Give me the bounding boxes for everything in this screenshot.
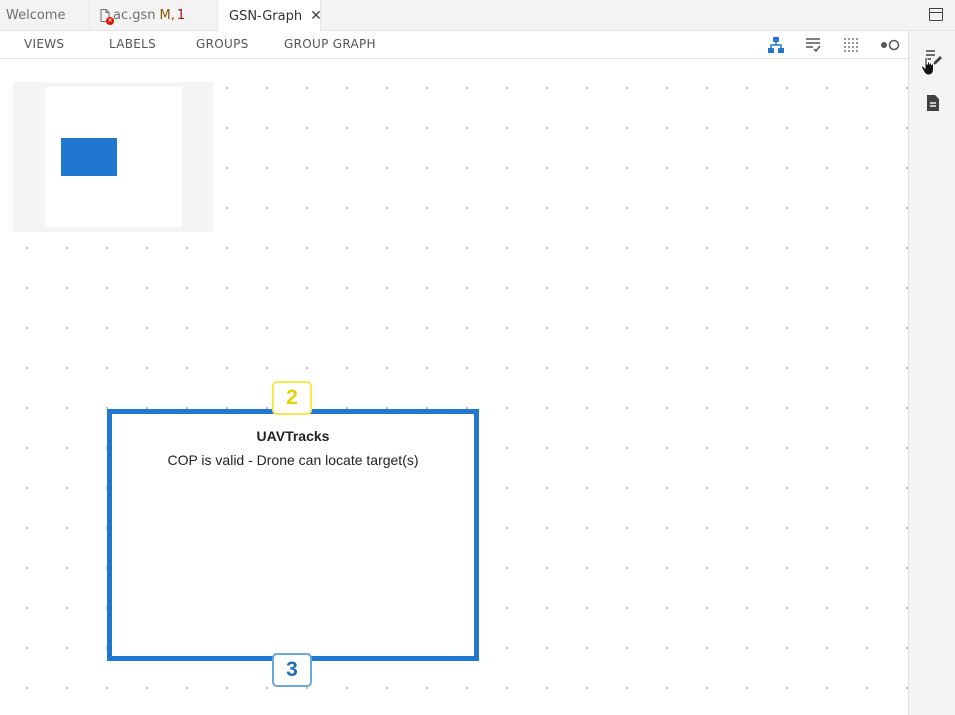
document-icon[interactable] <box>923 93 943 113</box>
menu-group-graph[interactable]: GROUP GRAPH <box>284 37 376 51</box>
editor-tab-bar: Welcome × ac.gsn M, 1 GSN-Graph ✕ <box>0 0 955 32</box>
tab-gsn-graph[interactable]: GSN-Graph ✕ <box>218 0 322 32</box>
split-editor-icon[interactable] <box>929 8 943 21</box>
goal-description: COP is valid - Drone can locate target(s… <box>167 452 419 468</box>
grid-icon[interactable] <box>842 36 860 54</box>
menu-labels[interactable]: LABELS <box>109 37 157 51</box>
goal-node[interactable]: UAVTracks COP is valid - Drone can locat… <box>107 409 479 661</box>
minimap-node <box>61 138 117 176</box>
toggle-icon[interactable] <box>879 36 901 54</box>
minimap[interactable] <box>13 82 213 232</box>
node-port-bottom[interactable]: 3 <box>272 653 312 687</box>
tab-gsn-graph-label: GSN-Graph <box>229 8 303 24</box>
goal-title: UAVTracks <box>256 428 330 444</box>
tab-ac-gsn[interactable]: × ac.gsn M, 1 <box>90 0 218 31</box>
close-icon[interactable]: ✕ <box>310 8 322 24</box>
tab-welcome-label: Welcome <box>6 8 66 23</box>
error-count-badge: 1 <box>176 8 186 23</box>
checklist-icon[interactable] <box>804 36 822 54</box>
menu-groups[interactable]: GROUPS <box>196 37 249 51</box>
hand-cursor-icon <box>919 55 939 77</box>
file-error-icon: × <box>100 9 114 25</box>
side-activity-bar <box>908 31 955 715</box>
node-port-top[interactable]: 2 <box>272 381 312 415</box>
graph-toolbar: VIEWS LABELS GROUPS GROUP GRAPH <box>0 31 908 59</box>
menu-views[interactable]: VIEWS <box>24 37 65 51</box>
tab-welcome[interactable]: Welcome <box>0 0 90 31</box>
hierarchy-icon[interactable] <box>767 36 785 54</box>
modified-badge: M, <box>159 8 175 23</box>
tab-ac-gsn-label: ac.gsn <box>113 8 156 23</box>
